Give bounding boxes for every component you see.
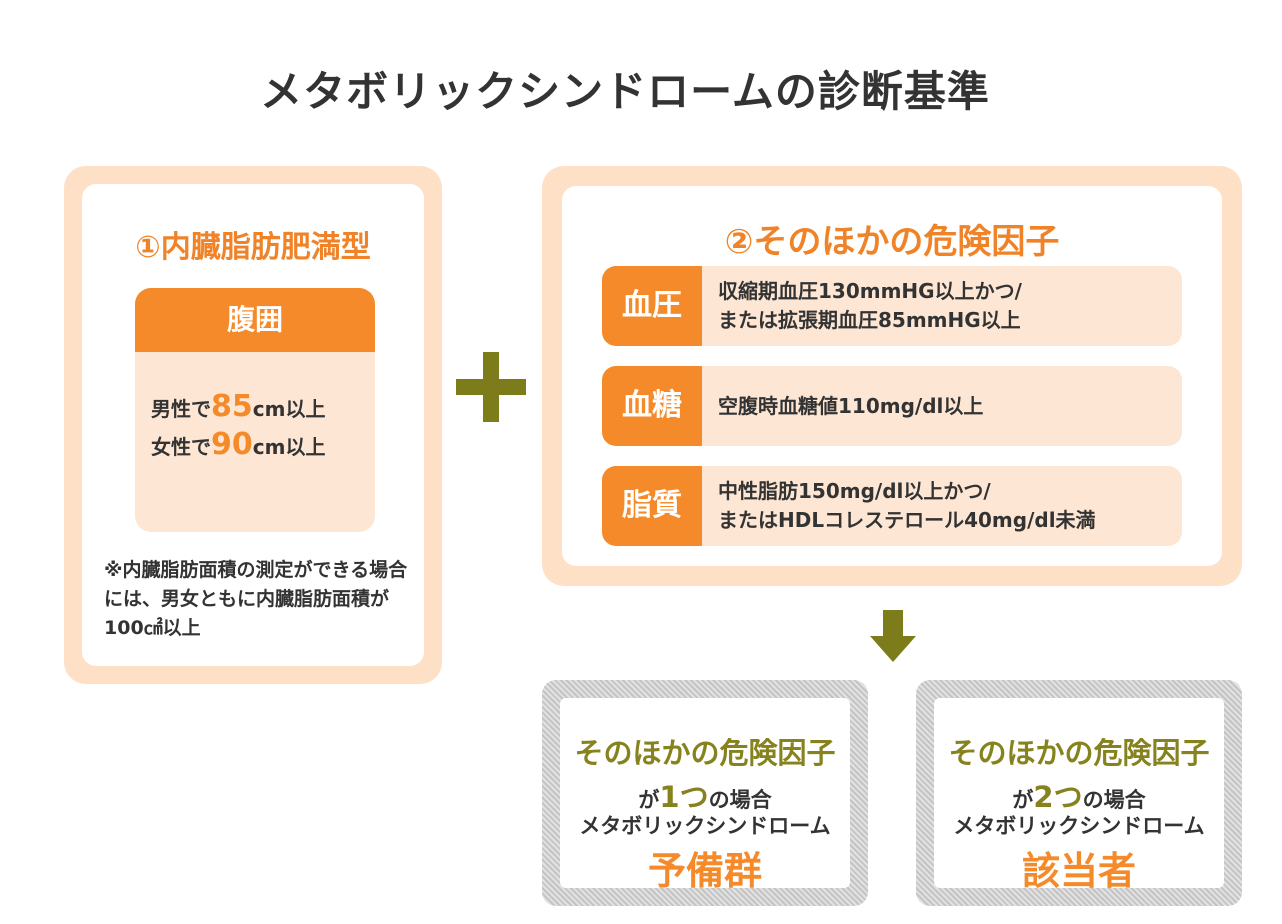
factor-blood-pressure: 血圧 収縮期血圧130mmHG以上かつ/ または拡張期血圧85mmHG以上 [602, 266, 1182, 346]
factor-text: 中性脂肪150mg/dl以上かつ/ またはHDLコレステロール40mg/dl未満 [718, 466, 1168, 546]
factor-text: 収縮期血圧130mmHG以上かつ/ または拡張期血圧85mmHG以上 [718, 266, 1168, 346]
arrow-down-icon [870, 610, 916, 662]
result-verdict: 予備群 [647, 849, 762, 893]
waist-female-suffix: cm以上 [252, 435, 326, 459]
page-title: メタボリックシンドロームの診断基準 [260, 67, 990, 116]
waist-female-value: 90 [211, 427, 253, 462]
risk-factors-box: ②そのほかの危険因子 血圧 収縮期血圧130mmHG以上かつ/ または拡張期血圧… [542, 166, 1242, 586]
factor-label: 血糖 [602, 366, 702, 446]
factor-label: 血圧 [602, 266, 702, 346]
visceral-fat-title: ①内臓脂肪肥満型 [135, 230, 371, 265]
waist-criteria: 男性で85cm以上 女性で90cm以上 [151, 388, 325, 464]
plus-icon-vertical [483, 352, 499, 422]
visceral-fat-note: ※内臓脂肪面積の測定ができる場合には、男女ともに内臓脂肪面積が100㎠以上 [104, 559, 408, 639]
waist-female-line: 女性で90cm以上 [151, 426, 325, 464]
result-heading: そのほかの危険因子 [574, 736, 836, 770]
factor-lipids: 脂質 中性脂肪150mg/dl以上かつ/ またはHDLコレステロール40mg/d… [602, 466, 1182, 546]
result-condition: が1つの場合 [560, 774, 850, 816]
factor-text: 空腹時血糖値110mg/dl以上 [718, 366, 1168, 446]
result-condition: が2つの場合 [934, 774, 1224, 816]
waist-male-line: 男性で85cm以上 [151, 388, 325, 426]
waist-female-prefix: 女性で [151, 435, 211, 459]
risk-factors-box-inner: ②そのほかの危険因子 血圧 収縮期血圧130mmHG以上かつ/ または拡張期血圧… [562, 186, 1222, 566]
factor-blood-sugar: 血糖 空腹時血糖値110mg/dl以上 [602, 366, 1182, 446]
factor-line: 空腹時血糖値110mg/dl以上 [718, 393, 984, 418]
result-ga: が [1012, 788, 1034, 812]
result-box-inner: そのほかの危険因子 が2つの場合 メタボリックシンドローム 該当者 [934, 698, 1224, 893]
result-syndrome-label: メタボリックシンドローム [953, 814, 1205, 838]
result-verdict: 該当者 [1021, 849, 1136, 893]
arrow-down-head [870, 636, 916, 662]
risk-factors-title: ②そのほかの危険因子 [724, 222, 1060, 262]
result-suffix: の場合 [1082, 788, 1146, 812]
factor-label: 脂質 [602, 466, 702, 546]
result-syndrome-label: メタボリックシンドローム [579, 814, 831, 838]
factor-line: またはHDLコレステロール40mg/dl未満 [718, 508, 1096, 532]
result-heading: そのほかの危険因子 [948, 736, 1210, 770]
waist-card: 腹囲 男性で85cm以上 女性で90cm以上 [135, 288, 375, 532]
factor-line: または拡張期血圧85mmHG以上 [718, 308, 1021, 332]
result-box-inner: そのほかの危険因子 が1つの場合 メタボリックシンドローム 予備群 [560, 698, 850, 893]
waist-male-value: 85 [211, 389, 253, 424]
result-count: 2つ [1033, 780, 1083, 814]
factor-line: 中性脂肪150mg/dl以上かつ/ [718, 479, 991, 503]
plus-icon [456, 352, 526, 422]
waist-male-prefix: 男性で [151, 397, 211, 421]
arrow-down-stem [883, 610, 903, 636]
result-count: 1つ [659, 780, 709, 814]
result-box-applicable: そのほかの危険因子 が2つの場合 メタボリックシンドローム 該当者 [916, 680, 1242, 906]
result-suffix: の場合 [708, 788, 772, 812]
waist-male-suffix: cm以上 [252, 397, 326, 421]
waist-header: 腹囲 [135, 288, 375, 352]
visceral-fat-box: ①内臓脂肪肥満型 腹囲 男性で85cm以上 女性で90cm以上 ※内臓脂肪面積の… [64, 166, 442, 684]
factor-line: 収縮期血圧130mmHG以上かつ/ [718, 279, 1022, 303]
result-box-prediabetic: そのほかの危険因子 が1つの場合 メタボリックシンドローム 予備群 [542, 680, 868, 906]
result-ga: が [638, 788, 660, 812]
visceral-fat-box-inner: ①内臓脂肪肥満型 腹囲 男性で85cm以上 女性で90cm以上 ※内臓脂肪面積の… [82, 184, 424, 666]
